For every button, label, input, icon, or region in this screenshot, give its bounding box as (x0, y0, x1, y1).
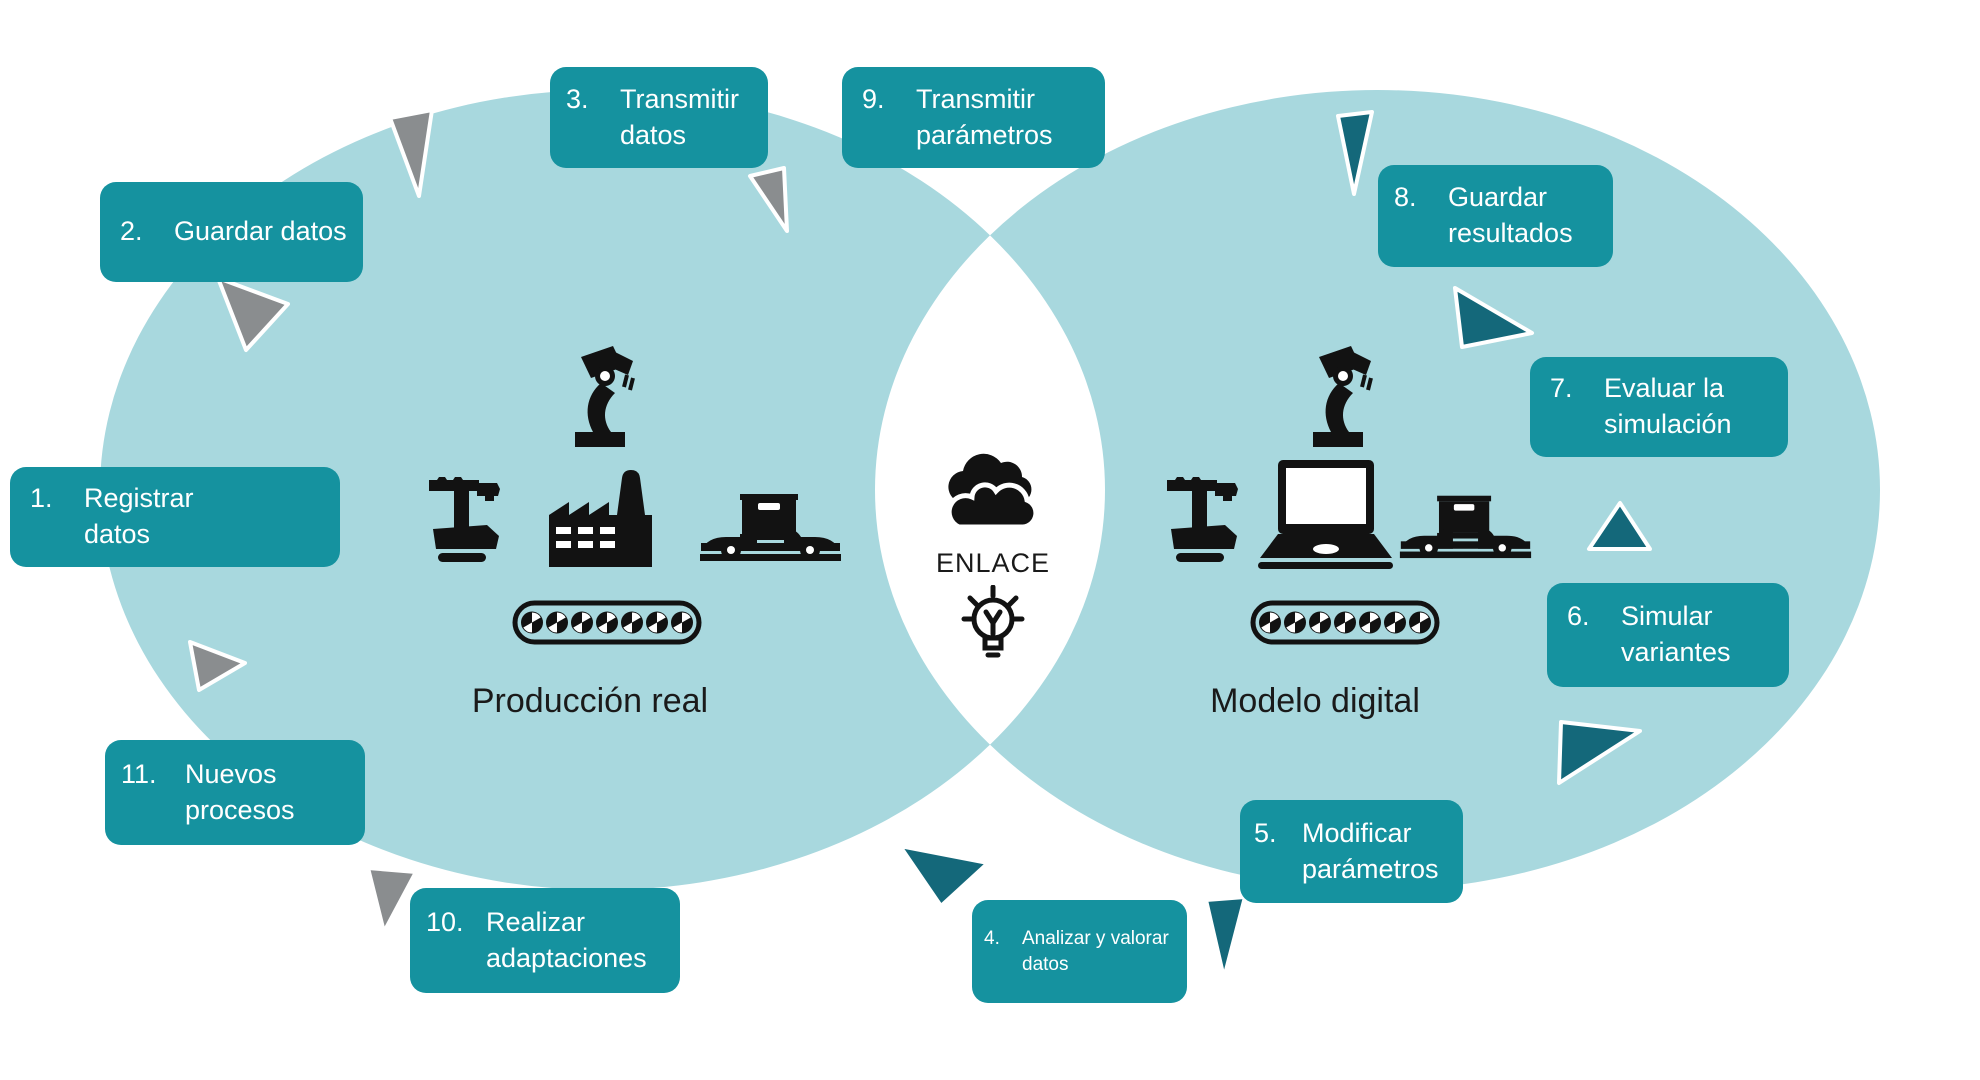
step-label: variantes (1621, 637, 1731, 667)
step-box-11: 11. Nuevos procesos (105, 740, 365, 845)
step-label: Realizar (486, 906, 586, 937)
step-label: Transmitir (620, 83, 739, 114)
robot-arm-icon (565, 342, 645, 447)
step-number: 7. (1550, 373, 1573, 404)
step-number: 10. (426, 906, 464, 937)
step-label: procesos (185, 794, 295, 825)
step-label: Evaluar la (1604, 373, 1725, 404)
agv-robot-icon (425, 468, 510, 563)
robot-arm-icon (1303, 342, 1383, 447)
flow-arrow-gray-2-3 (388, 108, 434, 198)
venn-circles (100, 90, 1880, 890)
flow-arrow-gray-3-center (748, 166, 789, 233)
step-label: adaptaciones (486, 942, 647, 973)
step-box-1: 1. Registrar datos (10, 467, 340, 567)
step-box-5: 5. Modificar parámetros (1240, 800, 1463, 903)
car-transport-icon (1398, 492, 1533, 559)
step-box-10: 10. Realizar adaptaciones (410, 888, 680, 993)
step-number: 5. (1254, 817, 1277, 848)
agv-robot-icon (1163, 468, 1248, 563)
flow-arrow-teal-7-8 (1453, 286, 1534, 349)
step-number: 11. (121, 758, 157, 789)
step-number: 1. (30, 483, 53, 514)
step-box-4: 4. Analizar y valorar datos (972, 900, 1187, 1003)
flow-arrow-teal-8-9 (1336, 110, 1374, 196)
step-box-6: 6. Simular variantes (1547, 583, 1789, 687)
step-label: parámetros (1302, 853, 1439, 884)
flow-arrow-teal-5-6 (1557, 720, 1642, 785)
step-label: Registrar (84, 483, 194, 514)
step-box-8: 8. Guardar resultados (1378, 165, 1613, 267)
left-circle-title: Producción real (471, 682, 709, 720)
step-number: 3. (566, 83, 589, 114)
flow-arrow-gray-11-1 (188, 640, 247, 692)
step-number: 4. (984, 928, 1000, 950)
laptop-icon (1258, 460, 1393, 570)
step-label: simulación (1604, 409, 1732, 439)
step-label: resultados (1448, 218, 1573, 248)
step-label: datos (1022, 953, 1069, 975)
flow-arrow-teal-6-7 (1587, 501, 1652, 551)
cloud-link-icon (925, 438, 1060, 533)
step-label: Nuevos (185, 758, 277, 789)
step-number: 8. (1394, 182, 1417, 213)
step-number: 2. (120, 216, 143, 247)
step-box-2: 2. Guardar datos (100, 182, 363, 282)
flow-arrow-teal-center-4 (898, 844, 990, 908)
step-label: Guardar (1448, 182, 1548, 213)
flow-arrow-teal-4-5 (1204, 895, 1247, 980)
step-label: Transmitir (916, 83, 1035, 114)
step-number: 9. (862, 83, 885, 114)
step-number: 6. (1567, 601, 1590, 632)
step-label: Modificar (1302, 817, 1412, 848)
step-label: Guardar datos (174, 216, 347, 247)
conveyor-belt-icon (1250, 600, 1440, 645)
step-label: datos (620, 119, 687, 150)
factory-icon (543, 455, 658, 570)
step-box-3: 3. Transmitir datos (550, 67, 768, 168)
step-label: parámetros (916, 119, 1053, 150)
step-box-9: 9. Transmitir parámetros (842, 67, 1105, 168)
step-label: Analizar y valorar (1022, 928, 1169, 950)
flow-arrow-gray-10-11 (366, 866, 418, 934)
center-link-title: ENLACE (935, 548, 1051, 578)
step-box-7: 7. Evaluar la simulación (1530, 357, 1788, 457)
lightbulb-icon (953, 585, 1033, 680)
step-label: Simular (1621, 601, 1713, 632)
car-transport-icon (698, 490, 843, 562)
flow-arrow-gray-1-2 (216, 276, 290, 352)
right-circle-title: Modelo digital (1210, 682, 1420, 720)
step-label: datos (84, 519, 151, 549)
conveyor-belt-icon (512, 600, 702, 645)
